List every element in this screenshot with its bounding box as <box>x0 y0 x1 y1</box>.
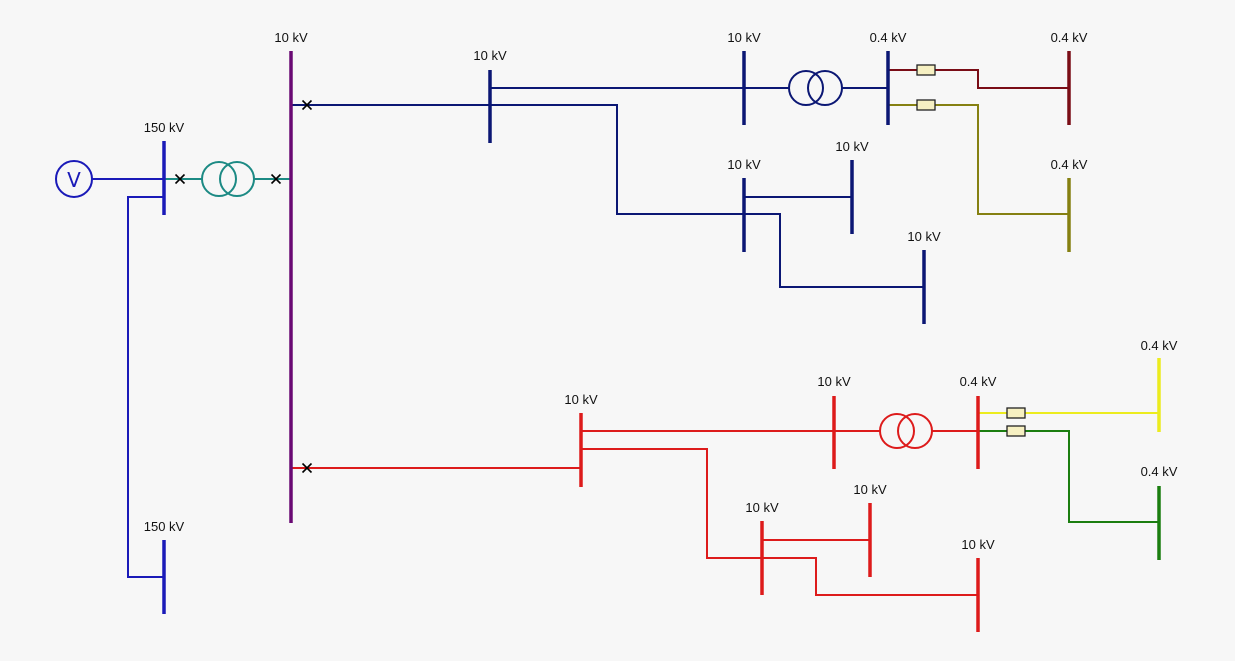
navy-transformer-icon[interactable] <box>788 70 843 106</box>
hv-transformer-icon[interactable] <box>201 161 255 197</box>
bus-label: 0.4 kV <box>960 374 997 389</box>
bus-label: 10 kV <box>817 374 851 389</box>
lv-green-line[interactable] <box>978 430 1159 523</box>
breaker-icon[interactable] <box>270 173 282 185</box>
bus-label: 0.4 kV <box>1051 30 1088 45</box>
red-transformer-icon[interactable] <box>879 413 933 449</box>
bus-label: 10 kV <box>745 500 779 515</box>
navy-c-to-navy-e-line[interactable] <box>744 213 924 288</box>
bus-label: 10 kV <box>727 157 761 172</box>
fuse-icon[interactable] <box>916 64 936 76</box>
bus-label: 0.4 kV <box>1141 464 1178 479</box>
bus-label: 10 kV <box>274 30 308 45</box>
breaker-icon[interactable] <box>301 462 313 474</box>
fuse-icon[interactable] <box>1006 425 1026 437</box>
bus-label: 10 kV <box>835 139 869 154</box>
bus-label: 0.4 kV <box>1051 157 1088 172</box>
150kv-tie-line[interactable] <box>127 196 164 578</box>
bus-label: 150 kV <box>144 120 185 135</box>
lv-olive-line[interactable] <box>888 104 1069 215</box>
bus-label: 10 kV <box>907 229 941 244</box>
bus-label: 0.4 kV <box>870 30 907 45</box>
voltage-source-icon[interactable] <box>55 160 93 198</box>
bus-label: 150 kV <box>144 519 185 534</box>
fuse-icon[interactable] <box>1006 407 1026 419</box>
bus-label: 10 kV <box>564 392 598 407</box>
breaker-icon[interactable] <box>301 99 313 111</box>
lv-maroon-line[interactable] <box>888 69 1069 89</box>
fuse-icon[interactable] <box>916 99 936 111</box>
bus-label: 10 kV <box>727 30 761 45</box>
voltage-source-letter: V <box>67 168 81 192</box>
red-a-to-red-c-line[interactable] <box>581 448 762 559</box>
navy-a-to-navy-c-line[interactable] <box>490 104 744 215</box>
bus-label: 10 kV <box>853 482 887 497</box>
breaker-icon[interactable] <box>174 173 186 185</box>
bus-label: 10 kV <box>961 537 995 552</box>
bus-label: 10 kV <box>473 48 507 63</box>
bus-label: 0.4 kV <box>1141 338 1178 353</box>
red-c-to-red-e-line[interactable] <box>762 557 978 596</box>
